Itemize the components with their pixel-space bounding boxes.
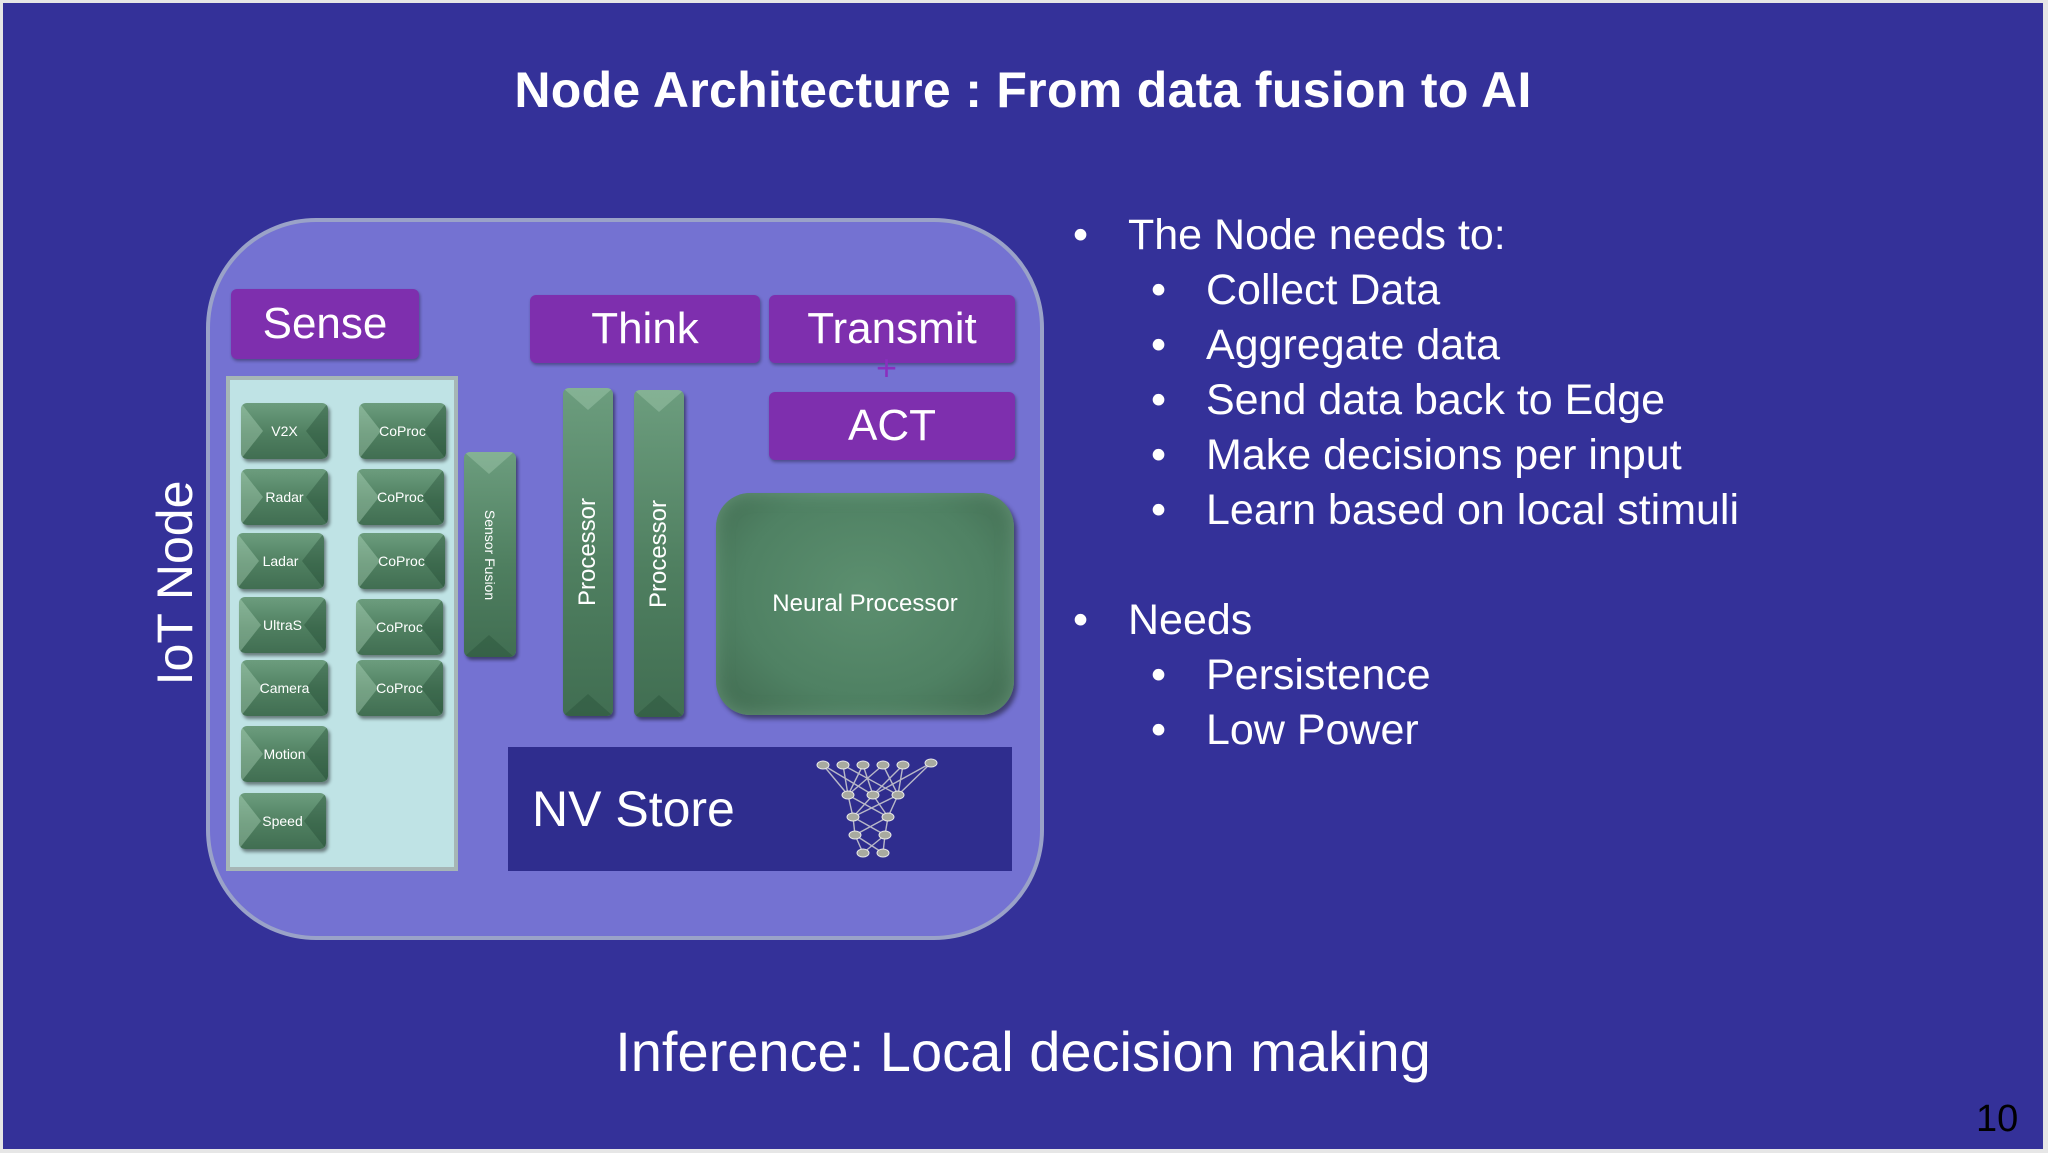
bullet-item: •Persistence — [1073, 648, 2033, 703]
coproc-chip: CoProc — [356, 599, 443, 655]
sensor-chip-radar: Radar — [241, 469, 328, 525]
neural-network-icon — [816, 758, 938, 858]
think-label: Think — [530, 295, 760, 363]
footer-caption: Inference: Local decision making — [615, 1020, 1431, 1083]
coproc-chip: CoProc — [359, 403, 446, 459]
nv-store-label: NV Store — [532, 781, 735, 837]
bullet-list: •The Node needs to: •Collect Data •Aggre… — [1073, 208, 2033, 758]
iot-node-label: IoT Node — [147, 480, 203, 686]
sensor-chip-ladar: Ladar — [237, 533, 324, 589]
bullet-dot: • — [1151, 706, 1167, 754]
bullet-item: •Make decisions per input — [1073, 428, 2033, 483]
sensor-fusion-chip: Sensor Fusion — [464, 452, 516, 657]
bullet-item: •Aggregate data — [1073, 318, 2033, 373]
nv-store: NV Store — [508, 747, 1012, 871]
neural-processor: Neural Processor — [716, 493, 1014, 715]
bullet-dot: • — [1151, 651, 1167, 699]
processor-chip: Processor — [634, 390, 684, 717]
plus-sign: + — [876, 347, 898, 388]
bullet-dot: • — [1151, 431, 1167, 479]
bullet-item: •Low Power — [1073, 703, 2033, 758]
bullet-item: •Collect Data — [1073, 263, 2033, 318]
sensor-chip-ultras: UltraS — [239, 597, 326, 653]
transmit-label: Transmit — [769, 295, 1015, 363]
bullet-dot: • — [1151, 321, 1167, 369]
sense-label: Sense — [231, 289, 419, 359]
bullet-dot: • — [1151, 266, 1167, 314]
bullet-needs: •Needs — [1073, 593, 2033, 648]
bullet-dot: • — [1151, 376, 1167, 424]
sensor-chip-speed: Speed — [239, 793, 326, 849]
slide: Node Architecture : From data fusion to … — [3, 3, 2043, 1149]
slide-title: Node Architecture : From data fusion to … — [514, 62, 1532, 118]
coproc-chip: CoProc — [357, 469, 444, 525]
bullet-node-needs: •The Node needs to: — [1073, 208, 2033, 263]
bullet-dot: • — [1073, 596, 1089, 644]
sensor-chip-camera: Camera — [241, 660, 328, 716]
sensor-chip-v2x: V2X — [241, 403, 328, 459]
coproc-chip: CoProc — [358, 533, 445, 589]
page-number: 10 — [1976, 1098, 2019, 1140]
sensor-chip-motion: Motion — [241, 726, 328, 782]
bullet-dot: • — [1073, 211, 1089, 259]
bullet-item: •Send data back to Edge — [1073, 373, 2033, 428]
act-label: ACT — [769, 392, 1015, 460]
coproc-chip: CoProc — [356, 660, 443, 716]
bullet-item: •Learn based on local stimuli — [1073, 483, 2033, 538]
bullet-dot: • — [1151, 486, 1167, 534]
processor-chip: Processor — [563, 388, 613, 716]
